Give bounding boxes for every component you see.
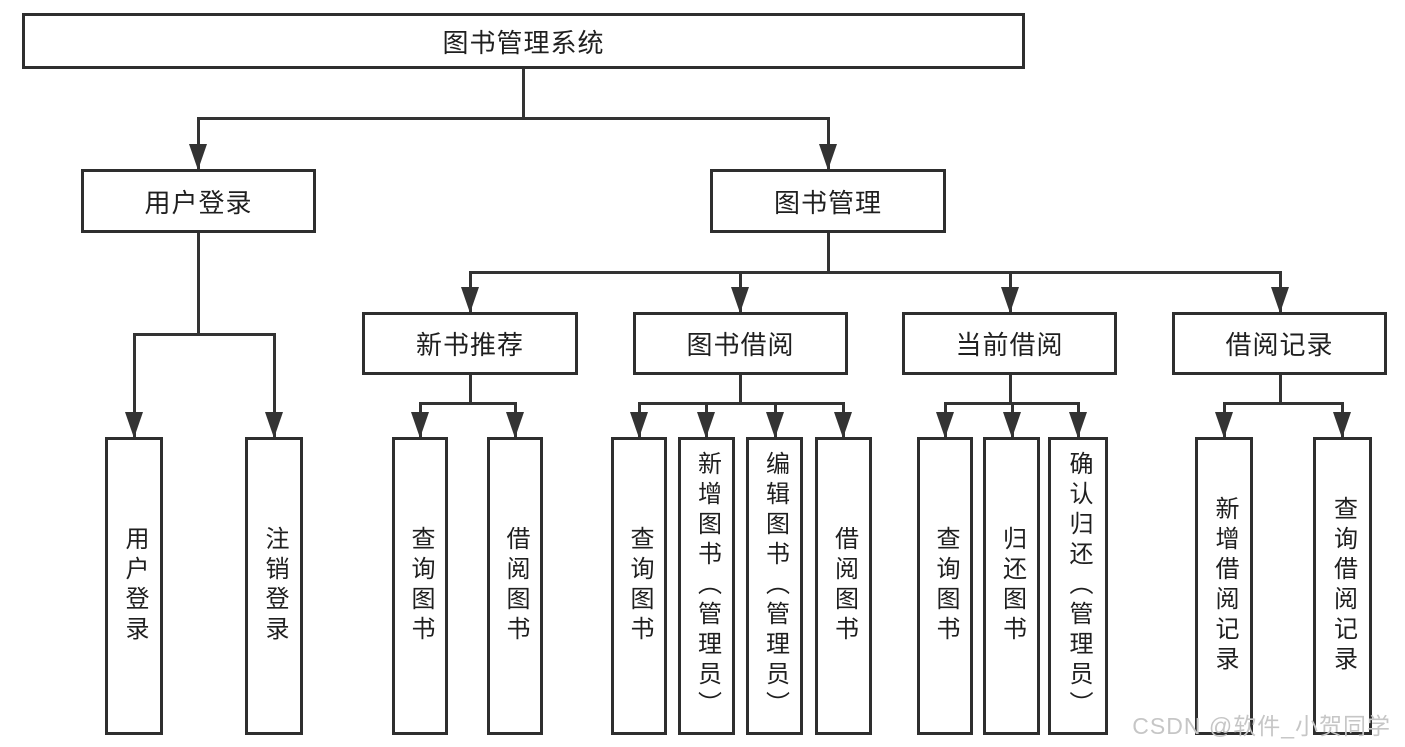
connector-stem-book-borrowing bbox=[738, 375, 742, 403]
node-library-system-label: 图书管理系统 bbox=[442, 27, 605, 58]
connector-stem-user-login bbox=[196, 233, 200, 334]
leaf-recommend-query-books: 查询图书 bbox=[392, 437, 448, 735]
leaf-user-login: 用户登录 bbox=[105, 437, 163, 735]
node-library-system: 图书管理系统 bbox=[22, 13, 1025, 69]
leaf-recommend-borrow-books-label: 借阅图书 bbox=[502, 526, 529, 646]
node-book-borrowing-label: 图书借阅 bbox=[686, 330, 795, 360]
leaf-add-books-admin-label: 新增图书（管理员） bbox=[693, 451, 721, 721]
leaf-current-query-books-label: 查询图书 bbox=[932, 526, 959, 646]
leaf-user-login-label: 用户登录 bbox=[121, 526, 148, 646]
leaf-query-borrow-record-label: 查询借阅记录 bbox=[1329, 496, 1357, 676]
node-book-borrowing: 图书借阅 bbox=[633, 312, 848, 375]
leaf-add-borrow-record: 新增借阅记录 bbox=[1195, 437, 1253, 735]
leaf-logout: 注销登录 bbox=[245, 437, 303, 735]
node-book-management-label: 图书管理 bbox=[773, 187, 882, 218]
connector-bar-new-book-recommend bbox=[418, 401, 517, 405]
leaf-borrow-books: 借阅图书 bbox=[815, 437, 872, 735]
node-current-borrowing-label: 当前借阅 bbox=[955, 330, 1064, 360]
connector-bar-level3 bbox=[468, 270, 1282, 274]
node-borrowing-records-label: 借阅记录 bbox=[1225, 330, 1334, 360]
leaf-borrow-books-label: 借阅图书 bbox=[830, 526, 858, 646]
watermark: CSDN @软件_小贺同学 bbox=[1132, 713, 1391, 739]
connector-stem-current-borrowing bbox=[1008, 375, 1012, 403]
node-borrowing-records: 借阅记录 bbox=[1172, 312, 1387, 375]
node-new-book-recommend-label: 新书推荐 bbox=[415, 330, 524, 360]
leaf-borrowing-query-books-label: 查询图书 bbox=[626, 526, 653, 646]
leaf-recommend-borrow-books: 借阅图书 bbox=[487, 437, 543, 735]
node-book-management: 图书管理 bbox=[710, 169, 946, 233]
connector-bar-level2 bbox=[196, 116, 830, 120]
leaf-return-books-label: 归还图书 bbox=[998, 526, 1026, 646]
leaf-confirm-return-admin-label: 确认归还（管理员） bbox=[1065, 451, 1092, 721]
connector-stem-book-management bbox=[826, 233, 830, 272]
connector-bar-user-login bbox=[132, 332, 276, 336]
node-new-book-recommend: 新书推荐 bbox=[362, 312, 578, 375]
connector-bar-book-borrowing bbox=[637, 401, 845, 405]
leaf-logout-label: 注销登录 bbox=[261, 526, 288, 646]
leaf-query-borrow-record: 查询借阅记录 bbox=[1313, 437, 1372, 735]
node-user-login-label: 用户登录 bbox=[144, 187, 253, 218]
leaf-recommend-query-books-label: 查询图书 bbox=[407, 526, 434, 646]
node-user-login: 用户登录 bbox=[81, 169, 316, 233]
leaf-add-books-admin: 新增图书（管理员） bbox=[678, 437, 735, 735]
connector-stem-borrowing-records bbox=[1278, 375, 1282, 403]
leaf-borrowing-query-books: 查询图书 bbox=[611, 437, 667, 735]
connector-bar-borrowing-records bbox=[1222, 401, 1344, 405]
leaf-edit-books-admin: 编辑图书（管理员） bbox=[746, 437, 803, 735]
leaf-return-books: 归还图书 bbox=[983, 437, 1040, 735]
leaf-confirm-return-admin: 确认归还（管理员） bbox=[1048, 437, 1108, 735]
leaf-edit-books-admin-label: 编辑图书（管理员） bbox=[761, 451, 789, 721]
node-current-borrowing: 当前借阅 bbox=[902, 312, 1117, 375]
leaf-add-borrow-record-label: 新增借阅记录 bbox=[1211, 496, 1238, 676]
connector-stem-root bbox=[521, 69, 525, 118]
connector-stem-new-book-recommend bbox=[468, 375, 472, 403]
leaf-current-query-books: 查询图书 bbox=[917, 437, 973, 735]
